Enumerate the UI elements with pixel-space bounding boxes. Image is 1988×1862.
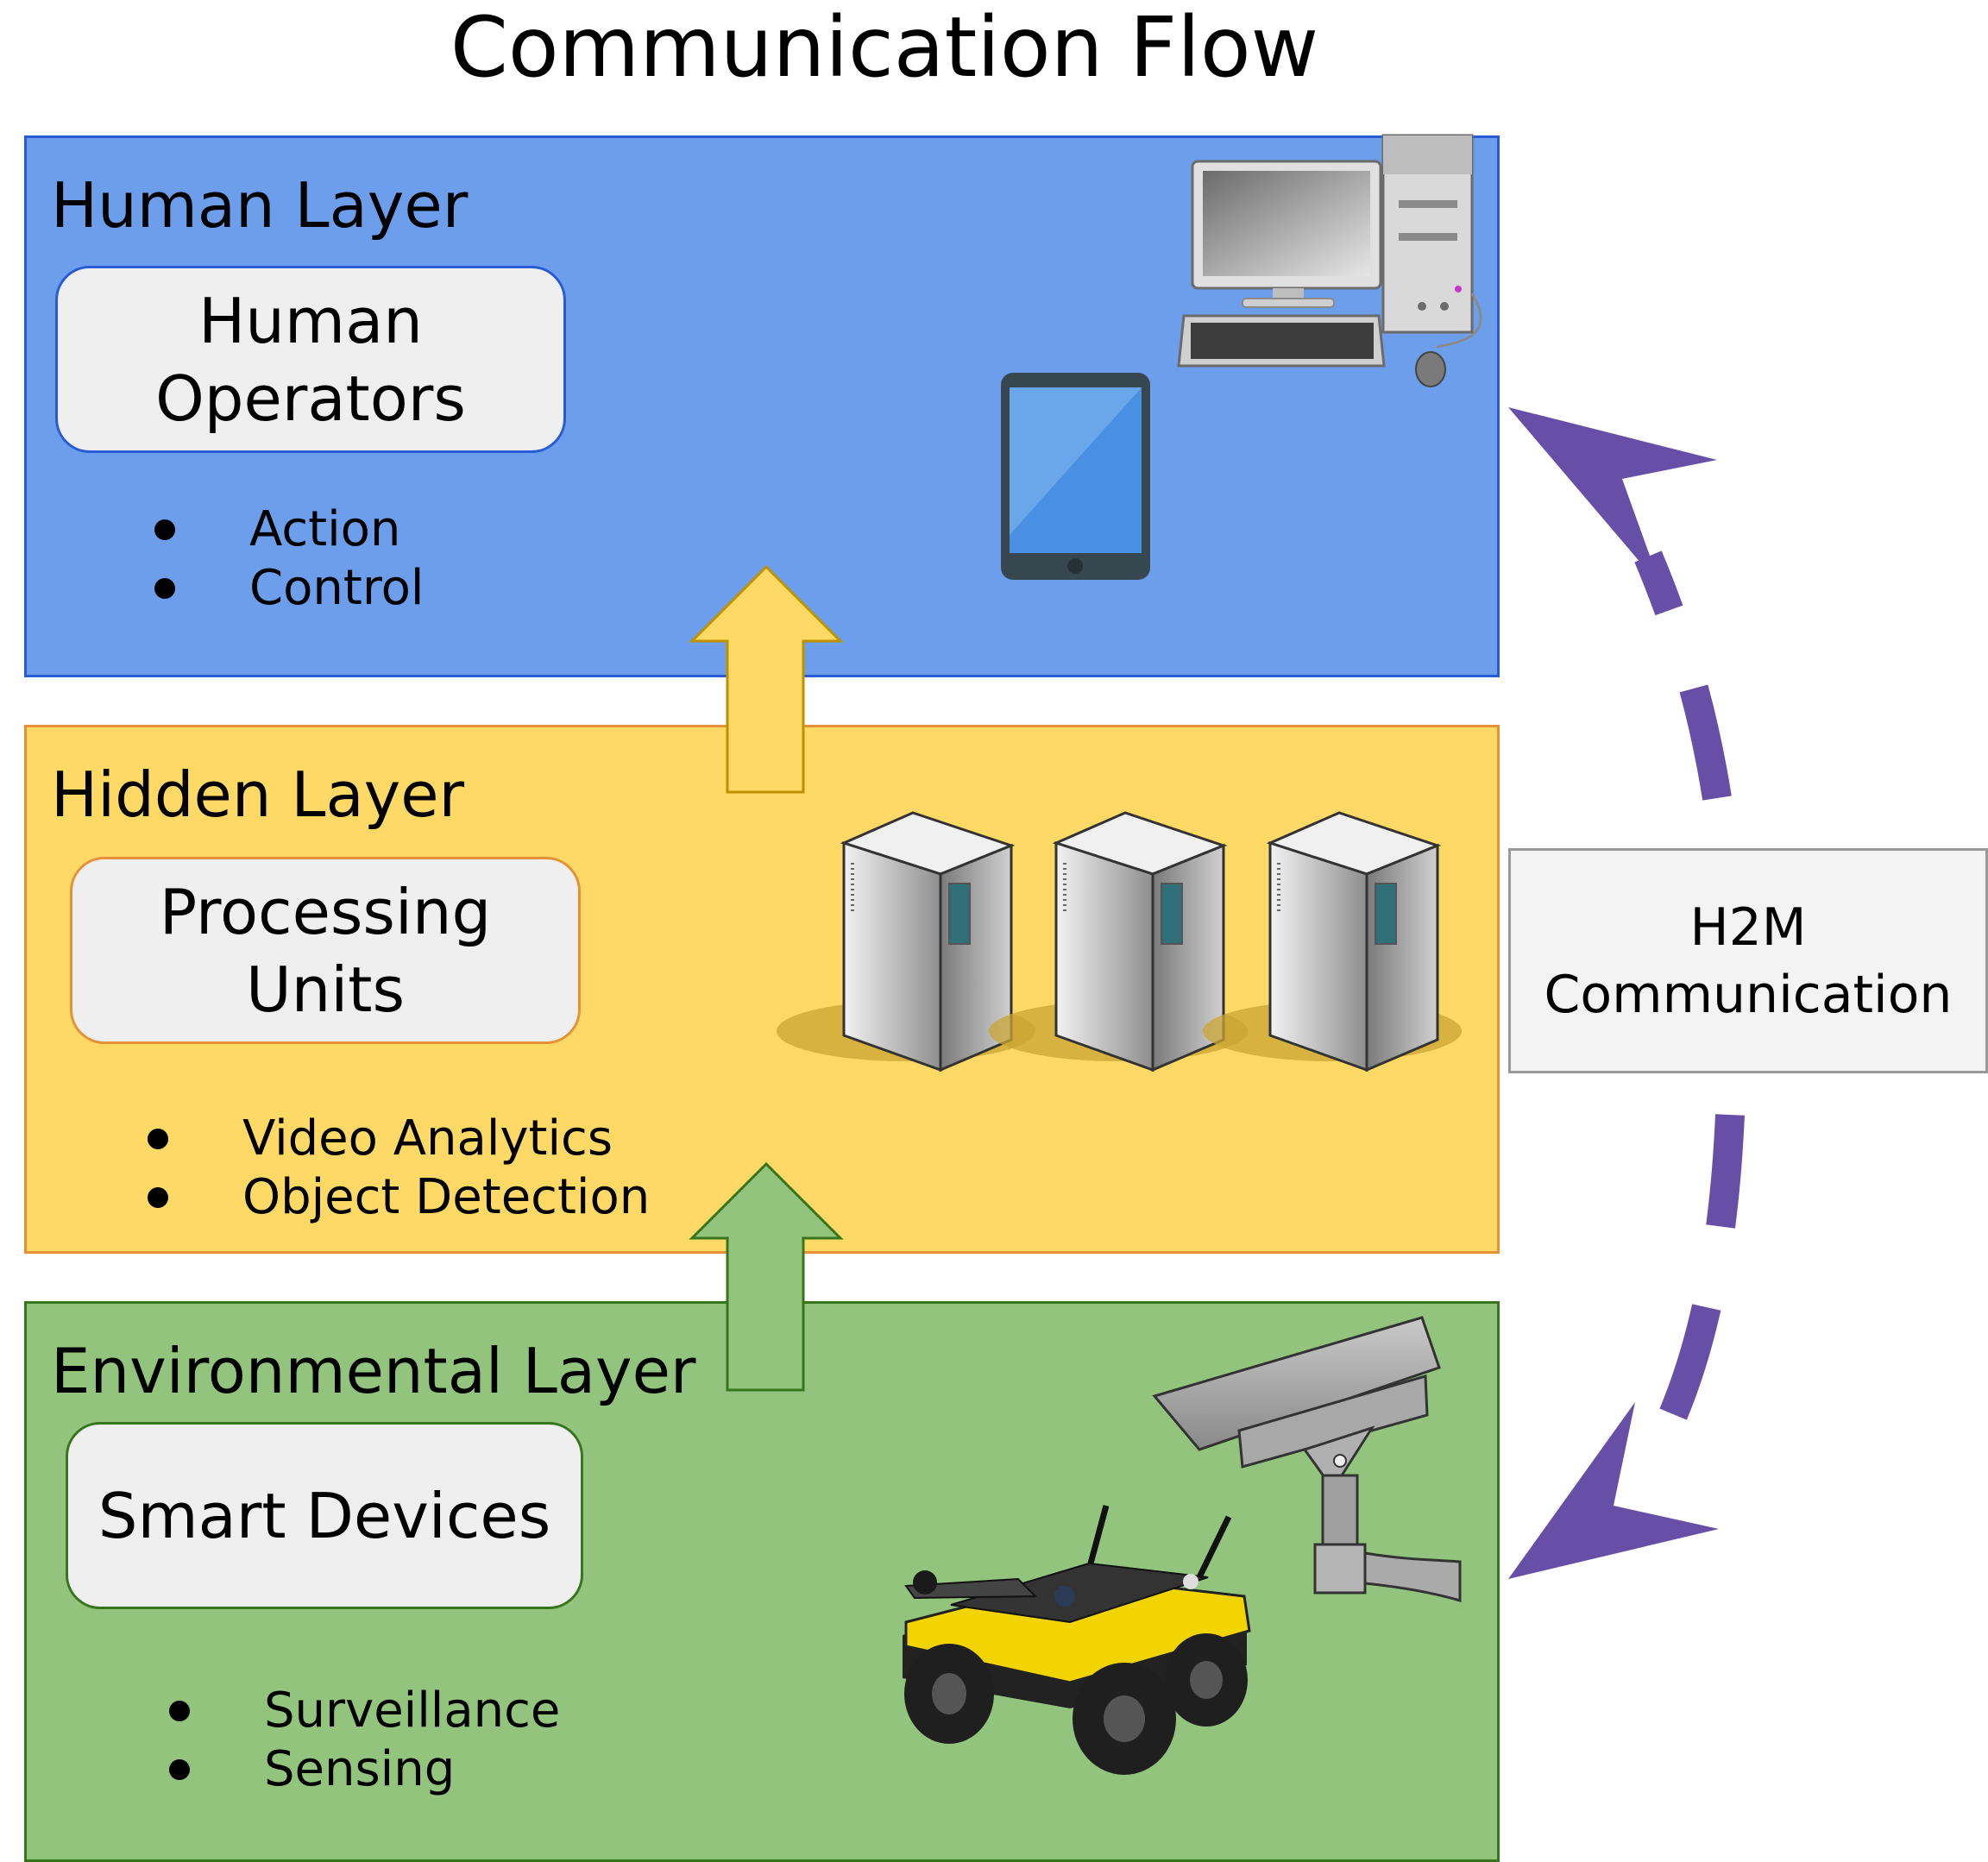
bullet-dot <box>148 1129 168 1149</box>
server-icon <box>989 811 1248 1073</box>
h2m-arrow-down <box>1508 1114 1745 1579</box>
hidden-bullets: Video Analytics Object Detection <box>148 1110 650 1227</box>
processing-units-box: Processing Units <box>70 857 581 1044</box>
h2m-line-1: H2M <box>1689 896 1807 958</box>
list-item: Sensing <box>169 1740 560 1799</box>
human-layer-title: Human Layer <box>51 169 469 242</box>
hidden-layer: Hidden Layer Processing Units Video Anal… <box>24 725 1500 1254</box>
human-operators-box-line-2: Operators <box>155 362 466 435</box>
human-operators-box: Human Operators <box>55 266 566 453</box>
bullet-text: Sensing <box>264 1741 456 1797</box>
environmental-layer-title: Environmental Layer <box>51 1335 696 1407</box>
list-item: Surveillance <box>169 1682 560 1740</box>
bullet-text: Action <box>249 501 401 557</box>
processing-units-box-line-1: Processing <box>159 875 492 948</box>
arrow-up-environmental-to-hidden <box>689 1161 844 1392</box>
bullet-dot <box>154 519 175 540</box>
diagram-title: Communication Flow <box>450 0 1319 96</box>
security-camera-icon <box>1152 1316 1462 1602</box>
environmental-bullets: Surveillance Sensing <box>169 1682 560 1799</box>
bullet-text: Surveillance <box>264 1683 561 1739</box>
list-item: Video Analytics <box>148 1110 650 1168</box>
list-item: Action <box>154 500 424 559</box>
list-item: Object Detection <box>148 1168 650 1227</box>
human-bullets: Action Control <box>154 500 424 618</box>
h2m-communication-box: H2M Communication <box>1508 848 1988 1073</box>
bullet-dot <box>148 1187 168 1208</box>
tablet-icon <box>1001 373 1150 580</box>
bullet-text: Control <box>249 560 425 616</box>
bullet-dot <box>169 1759 190 1780</box>
hidden-layer-title: Hidden Layer <box>51 758 465 831</box>
h2m-arrow-up <box>1508 407 1732 801</box>
ground-robot-icon <box>903 1505 1251 1775</box>
bullet-text: Object Detection <box>242 1169 651 1225</box>
human-operators-box-line-1: Human <box>198 284 423 357</box>
processing-units-box-line-2: Units <box>245 953 406 1026</box>
list-item: Control <box>154 559 424 618</box>
bullet-text: Video Analytics <box>242 1110 613 1167</box>
server-icon <box>777 811 1035 1073</box>
bullet-dot <box>169 1701 190 1721</box>
desktop-computer-icon <box>1177 134 1482 387</box>
h2m-line-2: Communication <box>1544 964 1953 1025</box>
bullet-dot <box>154 578 175 599</box>
smart-devices-box-line-1: Smart Devices <box>98 1479 551 1552</box>
smart-devices-box: Smart Devices <box>66 1422 583 1609</box>
arrow-up-hidden-to-human <box>689 564 844 794</box>
server-icon <box>1203 811 1462 1073</box>
